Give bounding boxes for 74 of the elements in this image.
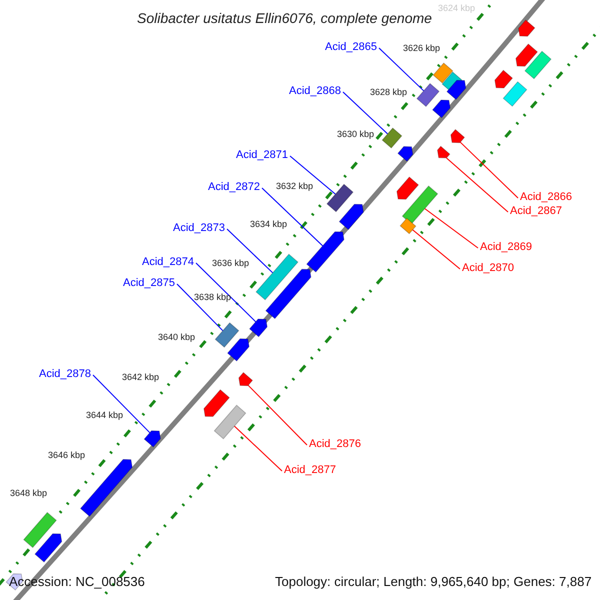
directed-gene-block (265, 268, 312, 320)
leader-line (378, 48, 424, 92)
directed-gene-block (396, 176, 419, 200)
genome-summary: Topology: circular; Length: 9,965,640 bp; Genes: 7,887 (275, 575, 592, 588)
gene-block (432, 62, 454, 84)
gene-label: Acid_2869 (480, 242, 532, 253)
gene-block (382, 127, 402, 149)
leader-line (92, 374, 150, 434)
scale-label: 3628 kbp (370, 88, 408, 97)
directed-gene-block (432, 100, 451, 118)
leader-line (262, 188, 324, 246)
scale-label: 3642 kbp (122, 373, 160, 382)
gene-label: Acid_2870 (462, 263, 514, 274)
directed-gene-block (437, 146, 450, 158)
directed-gene-block (450, 128, 466, 144)
directed-gene-block (518, 19, 536, 37)
directed-gene-block (80, 459, 133, 517)
gene-label: Acid_2877 (284, 465, 336, 476)
scale-label: 3632 kbp (276, 182, 314, 191)
directed-gene-block (397, 146, 414, 162)
gene-label: Acid_2868 (289, 86, 341, 97)
gene-block (400, 218, 416, 234)
gene-label: Acid_2873 (173, 223, 225, 234)
gene-block (214, 322, 240, 348)
leader-line (412, 229, 460, 270)
gene-block (402, 185, 438, 225)
gene-label: Acid_2875 (123, 278, 175, 289)
scale-label: 3626 kbp (403, 44, 440, 53)
gene-label: Acid_2871 (236, 150, 288, 161)
title: Solibacter usitatus Ellin6076, complete genome (137, 11, 432, 25)
leader-line (176, 284, 224, 332)
leader-line (234, 426, 282, 472)
gene-block (502, 81, 528, 107)
leader-line (424, 208, 478, 248)
scale-label: 3634 kbp (250, 220, 288, 229)
leader-line (446, 158, 508, 212)
gene-block (416, 82, 440, 108)
leader-line (290, 156, 336, 195)
gene-label: Acid_2867 (510, 206, 562, 217)
scale-label: 3644 kbp (86, 411, 124, 420)
directed-gene-block (494, 70, 513, 88)
directed-gene-block (446, 80, 466, 100)
scale-label: 3638 kbp (194, 293, 232, 302)
directed-gene-block (338, 204, 364, 230)
leader-line (342, 92, 388, 134)
scale-label: 3640 kbp (158, 333, 196, 342)
leader-line (196, 262, 256, 322)
gene-block (326, 184, 354, 212)
leader-line (226, 228, 274, 274)
accession-text: Accession: NC_008536 (9, 575, 145, 588)
gene-label: Acid_2874 (142, 257, 194, 268)
gene-block (214, 404, 246, 440)
directed-gene-block (34, 533, 62, 563)
gene-label: Acid_2878 (39, 369, 91, 380)
directed-gene-block (227, 338, 250, 362)
gene-block (23, 512, 57, 548)
scale-label: 3646 kbp (48, 451, 86, 460)
scale-label: 3648 kbp (10, 489, 48, 498)
leader-line (248, 384, 308, 446)
directed-gene-block (144, 430, 161, 448)
gene-label: Acid_2876 (309, 439, 361, 450)
directed-gene-block (515, 43, 538, 67)
gene-label: Acid_2866 (520, 192, 572, 203)
directed-gene-block (238, 372, 254, 386)
directed-gene-block (249, 318, 268, 338)
gene-label: Acid_2865 (325, 42, 377, 53)
gene-block (256, 254, 298, 300)
directed-gene-block (203, 389, 230, 417)
gene-block (524, 50, 552, 80)
directed-gene-block (306, 231, 344, 273)
scale-label: 3636 kbp (212, 259, 250, 268)
scale-label: 3630 kbp (337, 130, 374, 139)
gene-label: Acid_2872 (208, 182, 260, 193)
leader-line (460, 142, 518, 198)
